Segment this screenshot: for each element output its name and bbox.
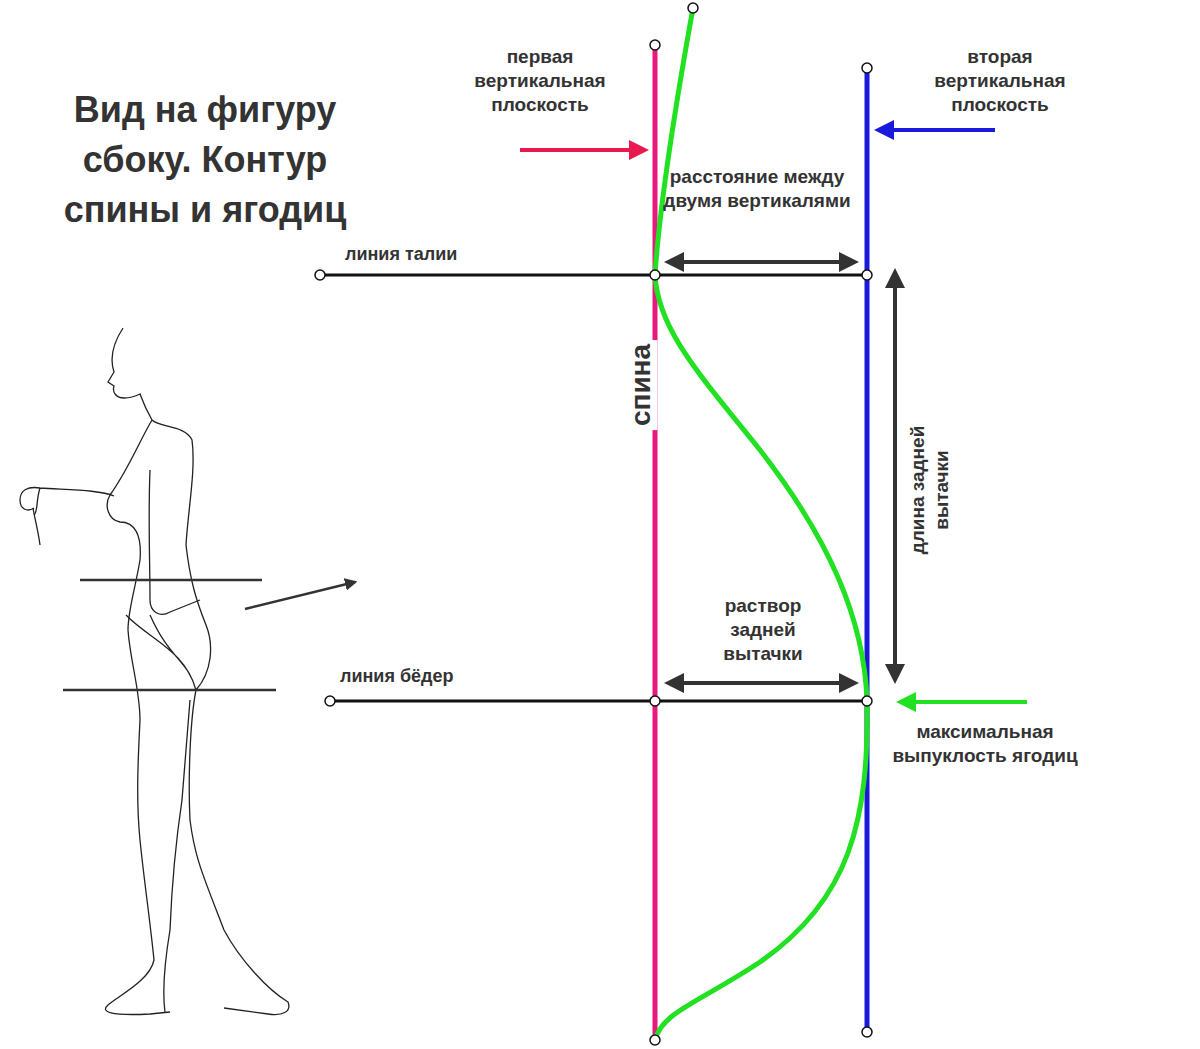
dimension-label: расстояние между двумя вертикалями <box>657 165 857 213</box>
back-contour <box>655 8 867 1040</box>
plane-label: первая вертикальная плоскость <box>453 45 628 116</box>
title: Вид на фигуру сбоку. Контур спины и ягод… <box>30 85 380 235</box>
line-label: линия талии <box>345 243 457 266</box>
figure-sketch <box>20 328 289 1015</box>
axis-label: спина <box>623 340 658 430</box>
line-label: линия бёдер <box>340 665 454 688</box>
plane-label: вторая вертикальная плоскость <box>905 45 1095 116</box>
callout-label: максимальная выпуклость ягодиц <box>885 720 1085 768</box>
dimension-label: раствор задней вытачки <box>698 594 828 665</box>
dimension-label: длина задней вытачки <box>906 395 954 585</box>
